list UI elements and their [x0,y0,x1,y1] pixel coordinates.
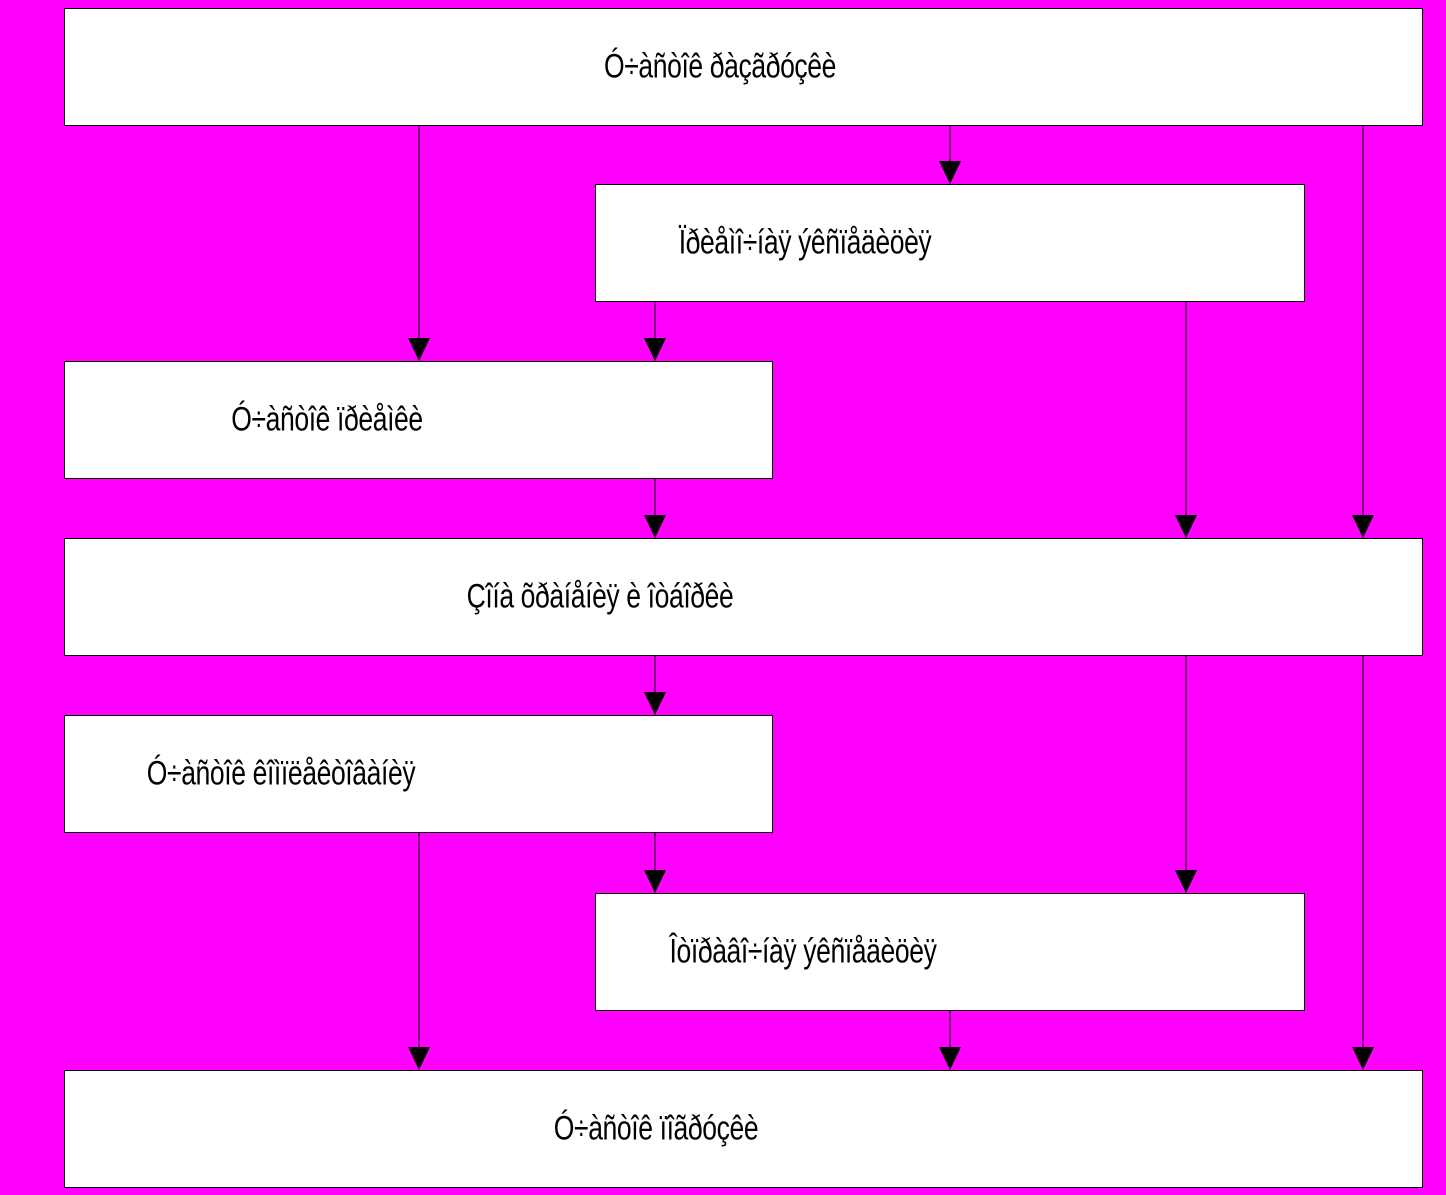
arrowhead-storage-mid [1175,515,1197,538]
arrowhead-receiving-exp [939,161,961,184]
node-receiving-expedition: Ïðèåìî÷íàÿ ýêñïåäèöèÿ [595,184,1305,302]
node-packing-area: Ó÷àñòîê êîìïëåêòîâàíèÿ [64,715,773,833]
node-packing-area-label: Ó÷àñòîê êîìïëåêòîâàíèÿ [146,754,416,793]
node-acceptance-area-label: Ó÷àñòîê ïðèåìêè [231,400,423,439]
node-shipping-expedition-label: Îòïðàâî÷íàÿ ýêñïåäèöèÿ [669,932,937,971]
arrowhead-storage-left [644,515,666,538]
arrowhead-shipping-exp-left [644,870,666,893]
arrowhead-storage-right [1352,515,1374,538]
arrowhead-loading-right [1352,1047,1374,1070]
node-receiving-expedition-label: Ïðèåìî÷íàÿ ýêñïåäèöèÿ [678,223,932,262]
node-loading-area-label: Ó÷àñòîê ïîãðóçêè [553,1109,759,1148]
node-unloading-area: Ó÷àñòîê ðàçãðóçêè [64,8,1423,126]
arrowhead-packing [644,692,666,715]
arrowhead-loading-left [408,1047,430,1070]
arrowhead-loading-mid [939,1047,961,1070]
arrowhead-acceptance-right [644,338,666,361]
arrowhead-acceptance-left [408,338,430,361]
node-loading-area: Ó÷àñòîê ïîãðóçêè [64,1070,1423,1188]
node-storage-picking-zone-label: Çîíà õðàíåíèÿ è îòáîðêè [466,577,734,616]
node-unloading-area-label: Ó÷àñòîê ðàçãðóçêè [603,47,837,86]
node-storage-picking-zone: Çîíà õðàíåíèÿ è îòáîðêè [64,538,1423,656]
arrowhead-shipping-exp-right [1175,870,1197,893]
node-shipping-expedition: Îòïðàâî÷íàÿ ýêñïåäèöèÿ [595,893,1305,1011]
node-acceptance-area: Ó÷àñòîê ïðèåìêè [64,361,773,479]
